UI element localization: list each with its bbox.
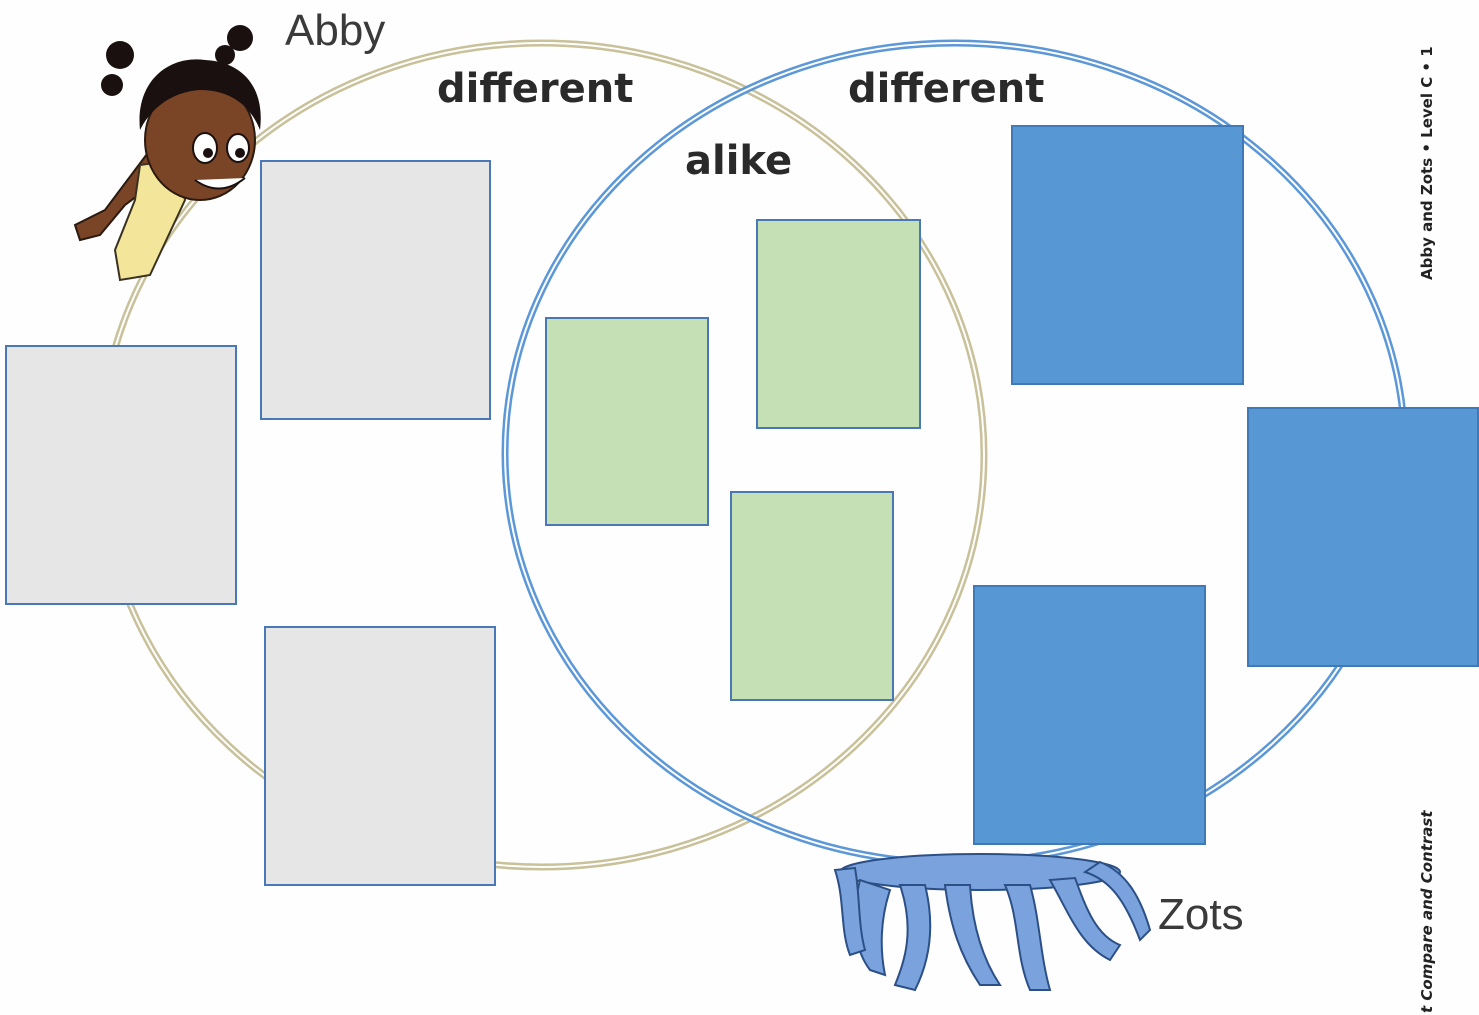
right-different-label: different	[848, 66, 1045, 112]
alike-box-1[interactable]	[756, 219, 921, 429]
alike-box-3[interactable]	[730, 491, 894, 701]
zots-name-label: Zots	[1158, 890, 1244, 939]
abby-different-box-2[interactable]	[5, 345, 237, 605]
zots-different-box-2[interactable]	[1247, 407, 1479, 667]
abby-different-box-1[interactable]	[260, 160, 491, 420]
alike-box-2[interactable]	[545, 317, 709, 526]
alike-label: alike	[685, 138, 793, 184]
zots-different-box-1[interactable]	[1011, 125, 1244, 385]
abby-different-box-3[interactable]	[264, 626, 496, 886]
abby-character-icon	[73, 25, 261, 282]
skill-side-text: t Compare and Contrast	[1418, 810, 1436, 1013]
zots-character-icon	[833, 853, 1152, 992]
left-different-label: different	[437, 66, 634, 112]
zots-different-box-3[interactable]	[973, 585, 1206, 845]
book-title-side-text: Abby and Zots • Level C • 1	[1418, 46, 1436, 280]
abby-name-label: Abby	[285, 6, 386, 55]
